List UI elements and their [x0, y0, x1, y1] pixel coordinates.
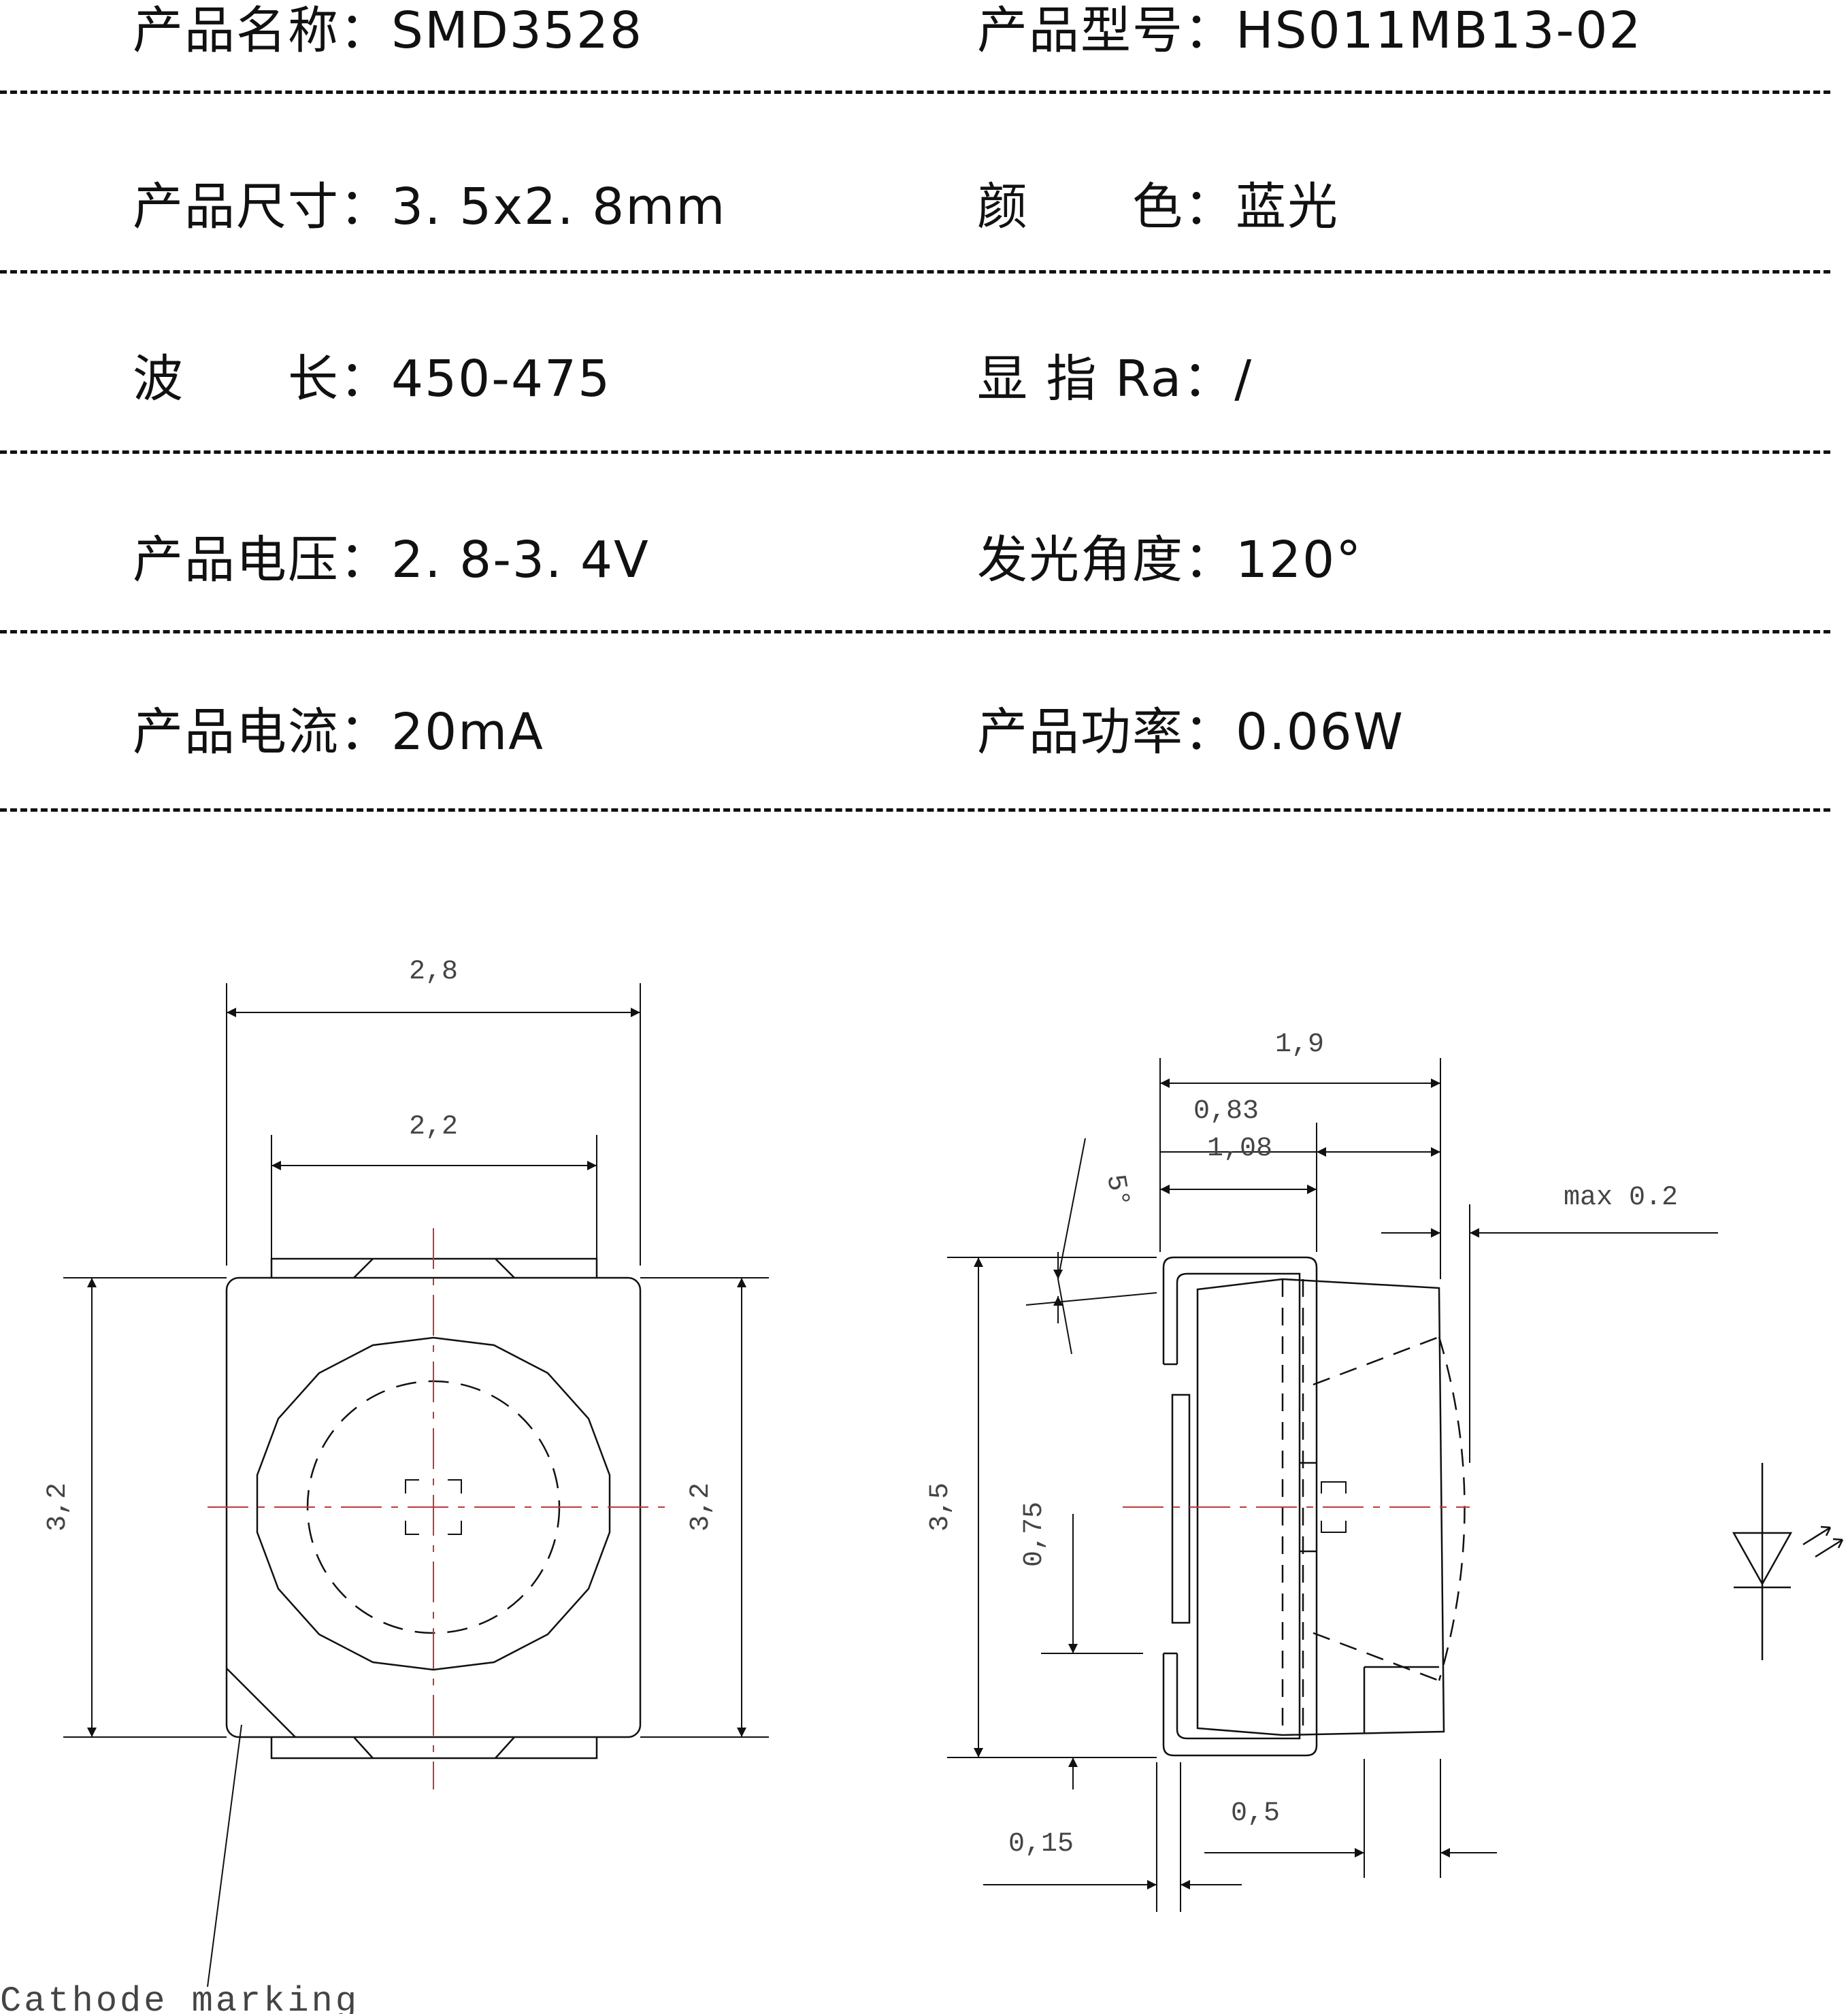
spec-value: 蓝光	[1236, 178, 1339, 236]
dim-height-left: 3,2	[43, 1483, 73, 1532]
spec-label: 产品名称：	[133, 1, 391, 60]
divider	[0, 90, 1830, 94]
spec-power: 产品功率：0.06W	[977, 688, 1404, 776]
lead-frame-inner	[1176, 1272, 1301, 1740]
spec-product-size: 产品尺寸：3. 5x2. 8mm	[133, 163, 726, 251]
divider	[0, 270, 1830, 274]
divider	[0, 450, 1830, 454]
led-triangle-icon	[1732, 1532, 1793, 1586]
spec-value: HS011MB13-02	[1236, 1, 1643, 60]
spec-value: 3. 5x2. 8mm	[391, 178, 727, 236]
spec-wavelength: 波 长：450-475	[133, 335, 611, 423]
dim-width-pads: 2,2	[409, 1112, 458, 1142]
spec-color: 颜 色：蓝光	[977, 163, 1339, 251]
led-symbol	[1732, 1463, 1844, 1660]
cathode-marking-label: Cathode marking	[0, 1981, 359, 2014]
side-view	[1162, 1256, 1445, 1757]
front-centerlines	[208, 1228, 670, 1789]
bottom-pad	[270, 1737, 598, 1760]
dim-height-total: 3,5	[925, 1483, 956, 1532]
cathode-corner	[226, 1668, 296, 1738]
cathode-leader	[207, 1724, 242, 1987]
spec-value: 2. 8-3. 4V	[391, 531, 650, 589]
front-dimensions	[63, 983, 769, 1987]
dim-top-b: 1,08	[1207, 1134, 1272, 1164]
spec-cri: 显 指 Ra：/	[977, 335, 1253, 423]
spec-label: 产品电压：	[133, 531, 391, 589]
spec-label: 产品电流：	[133, 703, 391, 761]
spec-row: 产品电流：20mA 产品功率：0.06W	[0, 688, 1848, 776]
spec-label: 产品尺寸：	[133, 178, 391, 236]
spec-row: 产品尺寸：3. 5x2. 8mm 颜 色：蓝光	[0, 163, 1848, 251]
dim-max-note: max 0.2	[1564, 1183, 1678, 1213]
divider	[0, 808, 1830, 812]
dim-angle: 5°	[1099, 1172, 1135, 1210]
side-dimensions	[947, 1058, 1718, 1912]
spec-row: 产品电压：2. 8-3. 4V 发光角度：120°	[0, 516, 1848, 604]
lead-frame	[1162, 1256, 1318, 1757]
spec-label: 产品型号：	[977, 1, 1236, 60]
side-dashed-lines	[1281, 1279, 1466, 1735]
technical-drawing: 2,8 2,2 3,2 3,2 Cathode marking	[0, 957, 1844, 2014]
side-dim-labels: 1,9 0,83 1,08 5° max 0.2 3,5 0,75 0,15 0…	[925, 1029, 1678, 1860]
side-chip-marker	[1321, 1481, 1347, 1533]
chip-marker	[405, 1479, 462, 1535]
lens-outline	[256, 1336, 611, 1671]
dim-height-right: 3,2	[686, 1483, 716, 1532]
dim-top-a: 0,83	[1193, 1096, 1259, 1127]
spec-product-model: 产品型号：HS011MB13-02	[977, 0, 1643, 75]
dim-pad-height: 0,75	[1019, 1502, 1050, 1567]
spec-label: 颜 色：	[977, 178, 1236, 236]
spec-beam-angle: 发光角度：120°	[977, 516, 1362, 604]
spec-current: 产品电流：20mA	[133, 688, 544, 776]
spec-table: 产品名称：SMD3528 产品型号：HS011MB13-02 产品尺寸：3. 5…	[0, 0, 1848, 816]
spec-value: SMD3528	[391, 1, 644, 60]
dim-bottom-gap: 0,15	[1008, 1829, 1074, 1860]
dim-width-outer: 2,8	[409, 957, 458, 987]
spec-row: 产品名称：SMD3528 产品型号：HS011MB13-02	[0, 0, 1848, 75]
dim-top-total: 1,9	[1275, 1029, 1324, 1060]
spec-value: /	[1234, 350, 1253, 408]
spec-value: 450-475	[391, 350, 612, 408]
spec-label: 产品功率：	[977, 703, 1236, 761]
divider	[0, 630, 1830, 633]
spec-product-name: 产品名称：SMD3528	[133, 0, 643, 75]
spec-value: 20mA	[391, 703, 544, 761]
front-dim-labels: 2,8 2,2 3,2 3,2 Cathode marking	[0, 957, 716, 2014]
dim-bottom-width: 0,5	[1231, 1798, 1280, 1829]
spec-value: 120°	[1236, 531, 1363, 589]
spec-label: 波 长：	[133, 350, 391, 408]
spec-label: 发光角度：	[977, 531, 1236, 589]
chip-pad	[1171, 1393, 1191, 1624]
spec-row: 波 长：450-475 显 指 Ra：/	[0, 335, 1848, 423]
spec-label: 显 指 Ra：	[977, 350, 1235, 408]
spec-value: 0.06W	[1236, 703, 1404, 761]
spec-voltage: 产品电压：2. 8-3. 4V	[133, 516, 650, 604]
